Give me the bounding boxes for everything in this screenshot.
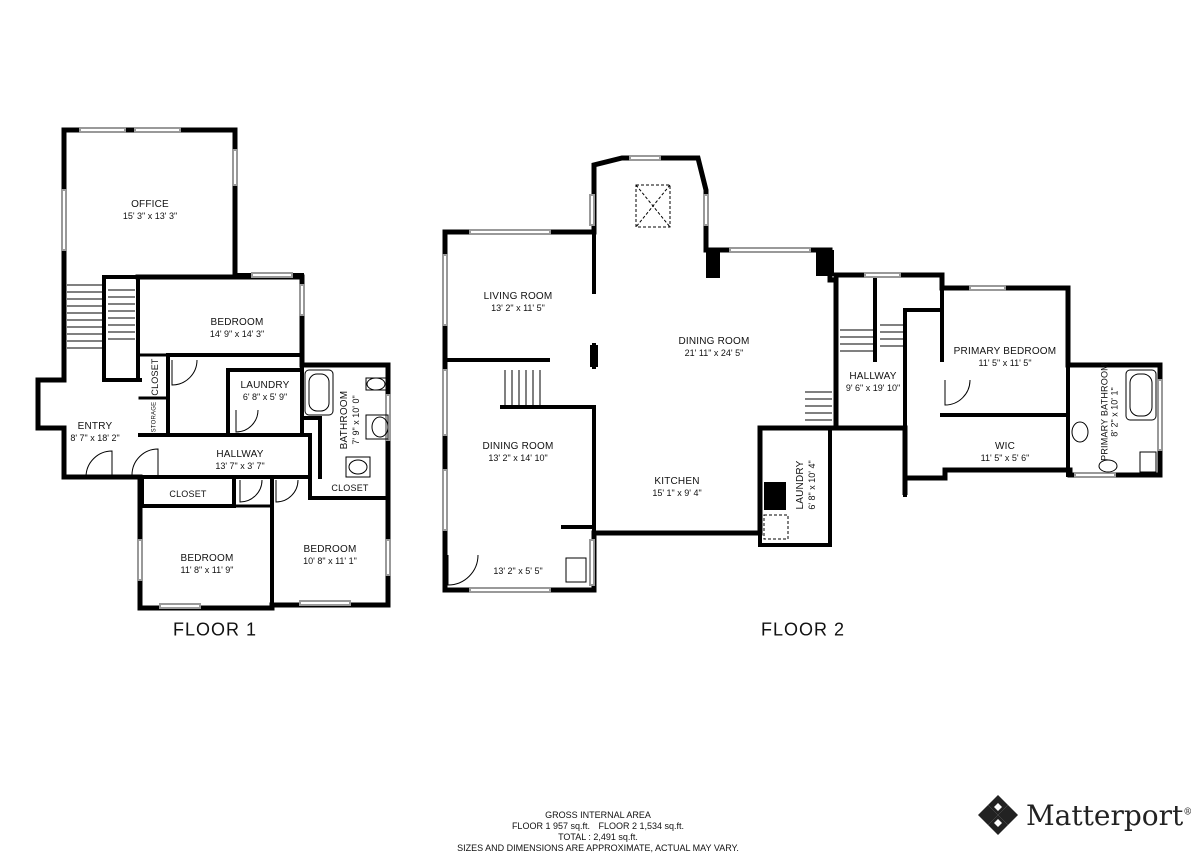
room-office: OFFICE 15' 3" x 13' 3" <box>123 199 177 221</box>
floor-1-windows <box>61 127 391 609</box>
room-bedroom: BEDROOM 10' 8" x 11' 1" <box>303 544 357 566</box>
room-dimensions: 13' 2" x 5' 5" <box>493 565 543 576</box>
room-dimensions: 8' 7" x 18' 2" <box>70 432 120 443</box>
room-name: LIVING ROOM <box>483 291 553 303</box>
room-name: CLOSET <box>331 482 369 493</box>
room-name: LAUNDRY <box>240 380 290 392</box>
area-floor-1: FLOOR 1 957 sq.ft. <box>511 821 590 831</box>
room-name: STORAGE <box>151 401 158 433</box>
room-dimensions: 15' 3" x 13' 3" <box>122 210 178 221</box>
room-closet: CLOSET <box>150 358 160 395</box>
area-total: TOTAL : 2,491 sq.ft. <box>558 832 638 842</box>
room-dimensions: 13' 7" x 3' 7" <box>215 460 265 471</box>
gross-area-summary: GROSS INTERNAL AREA FLOOR 1 957 sq.ft. F… <box>457 810 739 854</box>
room-dimensions: 7' 9" x 10' 0" <box>350 395 361 445</box>
room-name: PRIMARY BATHROOM <box>1099 363 1110 461</box>
room-name: CLOSET <box>149 358 160 396</box>
room-name: KITCHEN <box>654 476 700 488</box>
matterport-logo-icon <box>978 795 1018 835</box>
entry-door-swing <box>85 450 113 478</box>
room-dimensions: 11' 5" x 11' 5" <box>978 357 1032 368</box>
room-dimensions: 14' 9" x 14' 3" <box>209 328 265 339</box>
room-kitchen: KITCHEN 15' 1" x 9' 4" <box>652 476 701 498</box>
room-name: ENTRY <box>77 421 113 433</box>
room-dining-room: DINING ROOM 21' 11" x 24' 5" <box>678 336 749 358</box>
room-bathroom: BATHROOM 7' 9" x 10' 0" <box>339 391 361 450</box>
room-dimensions: 6' 8" x 10' 4" <box>806 460 817 510</box>
room-dimensions: 13' 2" x 14' 10" <box>488 452 548 463</box>
room-dimensions: 13' 2" x 11' 5" <box>491 302 545 313</box>
room-living-room: LIVING ROOM 13' 2" x 11' 5" <box>484 291 553 313</box>
room-name: HALLWAY <box>216 449 264 461</box>
brand-name: Matterport® <box>1026 798 1193 832</box>
room-dimensions: 15' 1" x 9' 4" <box>652 487 702 498</box>
room-nook: 13' 2" x 5' 5" <box>493 566 542 576</box>
floor-1-walls <box>35 127 391 611</box>
room-hallway: HALLWAY 9' 6" x 19' 10" <box>846 371 900 393</box>
room-closet: CLOSET <box>169 489 206 499</box>
room-dimensions: 11' 5" x 5' 6" <box>980 452 1030 463</box>
floor-1-title: FLOOR 1 <box>172 619 258 640</box>
room-wic: WIC 11' 5" x 5' 6" <box>981 441 1030 463</box>
room-dimensions: 11' 8" x 11' 9" <box>180 564 234 575</box>
room-storage: STORAGE <box>152 402 159 433</box>
room-name: BEDROOM <box>303 544 357 556</box>
room-name: BATHROOM <box>339 390 351 450</box>
room-name: WIC <box>994 441 1016 453</box>
area-floors: FLOOR 1 957 sq.ft. FLOOR 2 1,534 sq.ft. <box>457 821 739 832</box>
room-laundry: LAUNDRY 6' 8" x 5' 9" <box>240 380 289 402</box>
floor-2-fixtures <box>447 184 1157 586</box>
room-name: DINING ROOM <box>482 441 554 453</box>
room-name: DINING ROOM <box>678 336 750 348</box>
stairs-floor-2 <box>504 324 905 421</box>
stairs-floor-1 <box>67 284 135 349</box>
room-bedroom: BEDROOM 14' 9" x 14' 3" <box>210 317 264 339</box>
room-name: OFFICE <box>131 199 169 211</box>
room-name: BEDROOM <box>210 317 264 329</box>
area-heading: GROSS INTERNAL AREA <box>545 810 651 820</box>
room-name: CLOSET <box>169 488 207 499</box>
room-dimensions: 8' 2" x 10' 1" <box>1110 387 1120 437</box>
room-closet: CLOSET <box>331 483 368 493</box>
room-laundry: LAUNDRY 6' 8" x 10' 4" <box>795 460 817 509</box>
room-entry: ENTRY 8' 7" x 18' 2" <box>70 421 119 443</box>
room-primary-bathroom: PRIMARY BATHROOM 8' 2" x 10' 1" <box>1100 363 1121 461</box>
area-note: SIZES AND DIMENSIONS ARE APPROXIMATE, AC… <box>457 843 739 853</box>
room-dimensions: 6' 8" x 5' 9" <box>242 391 288 402</box>
floor-2-windows <box>442 155 1163 593</box>
room-hallway: HALLWAY 13' 7" x 3' 7" <box>215 449 264 471</box>
brand-logo: Matterport® <box>976 792 1192 838</box>
floor-2-title: FLOOR 2 <box>760 619 846 640</box>
room-dining-room: DINING ROOM 13' 2" x 14' 10" <box>482 441 553 463</box>
room-name: LAUNDRY <box>795 460 807 510</box>
room-name: HALLWAY <box>849 371 897 383</box>
area-floor-2: FLOOR 2 1,534 sq.ft. <box>598 821 685 831</box>
room-name: BEDROOM <box>180 553 234 565</box>
room-dimensions: 9' 6" x 19' 10" <box>845 382 901 393</box>
room-dimensions: 21' 11" x 24' 5" <box>684 347 744 358</box>
floor-2-chimneys <box>590 250 834 510</box>
skylight-icon <box>635 184 671 228</box>
room-name: PRIMARY BEDROOM <box>953 346 1057 358</box>
floor-1-fixtures <box>67 284 389 503</box>
room-primary-bedroom: PRIMARY BEDROOM 11' 5" x 11' 5" <box>954 346 1057 368</box>
room-bedroom: BEDROOM 11' 8" x 11' 9" <box>180 553 233 575</box>
floor-2-walls <box>442 155 1163 593</box>
room-dimensions: 10' 8" x 11' 1" <box>303 555 357 566</box>
